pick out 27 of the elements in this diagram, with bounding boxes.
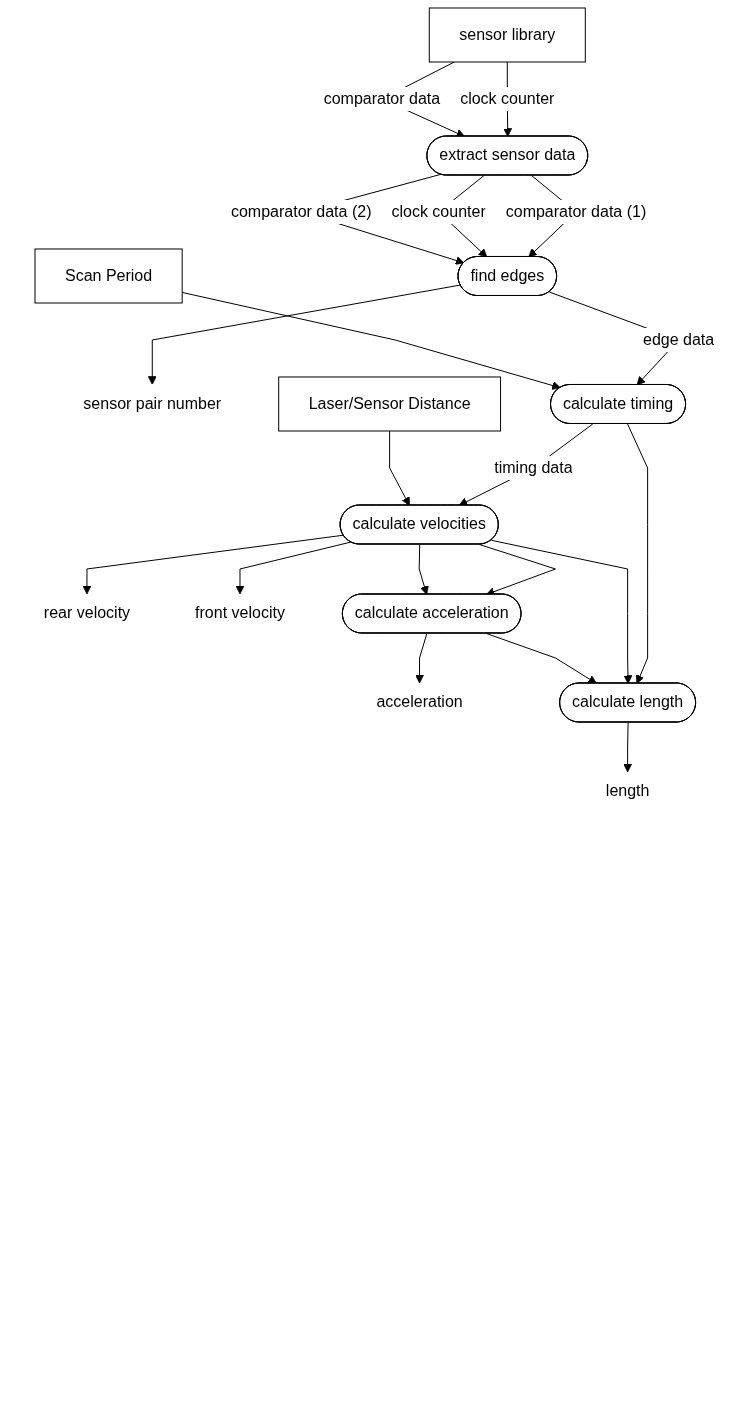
edge-label: comparator data [324, 90, 441, 107]
arrow [82, 534, 345, 595]
arrow [459, 423, 594, 506]
edge-label: clock counter [391, 203, 487, 220]
edge-label: comparator data (1) [506, 203, 647, 220]
arrow [623, 722, 633, 773]
node-box: Laser/Sensor Distance [278, 376, 502, 432]
edge-label: comparator data (2) [231, 203, 372, 220]
edge-label: edge data [643, 330, 715, 348]
arrow [148, 284, 462, 385]
node-text: sensor pair number [83, 394, 222, 412]
arrow [419, 544, 430, 595]
node-text: acceleration [376, 693, 464, 711]
arrow [389, 430, 411, 506]
node-box: Scan Period [34, 248, 184, 304]
node-text: length [606, 782, 650, 800]
arrow [491, 539, 633, 684]
arrow [182, 291, 562, 390]
node-text: front velocity [195, 604, 286, 622]
edge-label: timing data [494, 458, 573, 476]
arrow [627, 423, 649, 684]
edge-label: clock counter [460, 90, 555, 107]
arrow [236, 541, 352, 595]
arrow [415, 633, 428, 684]
arrow [486, 633, 598, 684]
node-text: rear velocity [44, 604, 131, 622]
node-box: sensor library [429, 7, 587, 63]
